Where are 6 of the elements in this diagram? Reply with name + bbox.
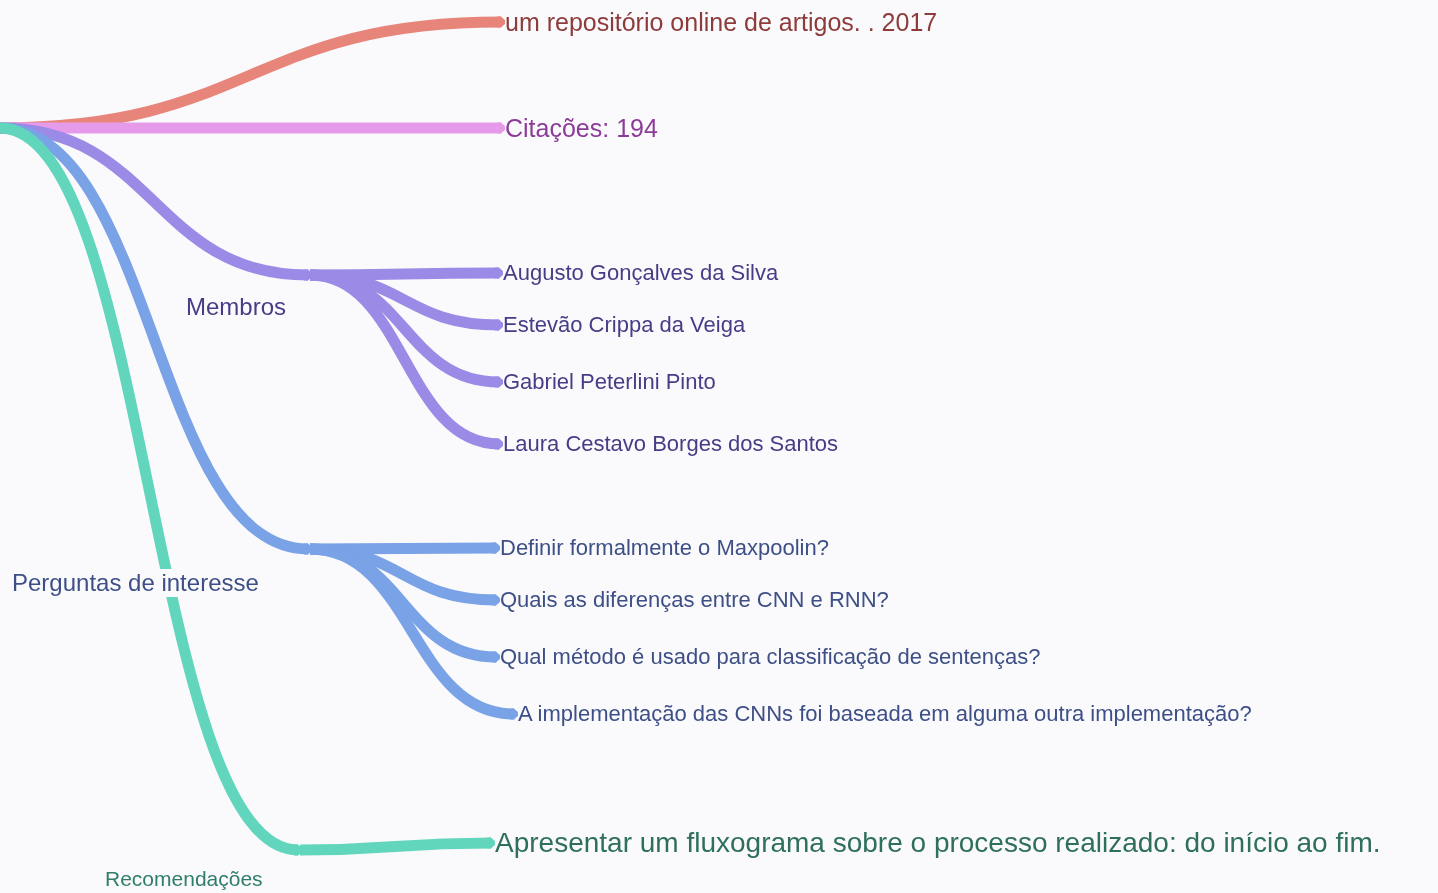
branch-connector [310, 267, 505, 281]
branch-connector [309, 543, 520, 720]
branch-connector [310, 542, 502, 555]
branch-connector [309, 269, 505, 450]
branch-connector [299, 837, 497, 856]
branch-label: Perguntas de interesse [12, 569, 259, 597]
